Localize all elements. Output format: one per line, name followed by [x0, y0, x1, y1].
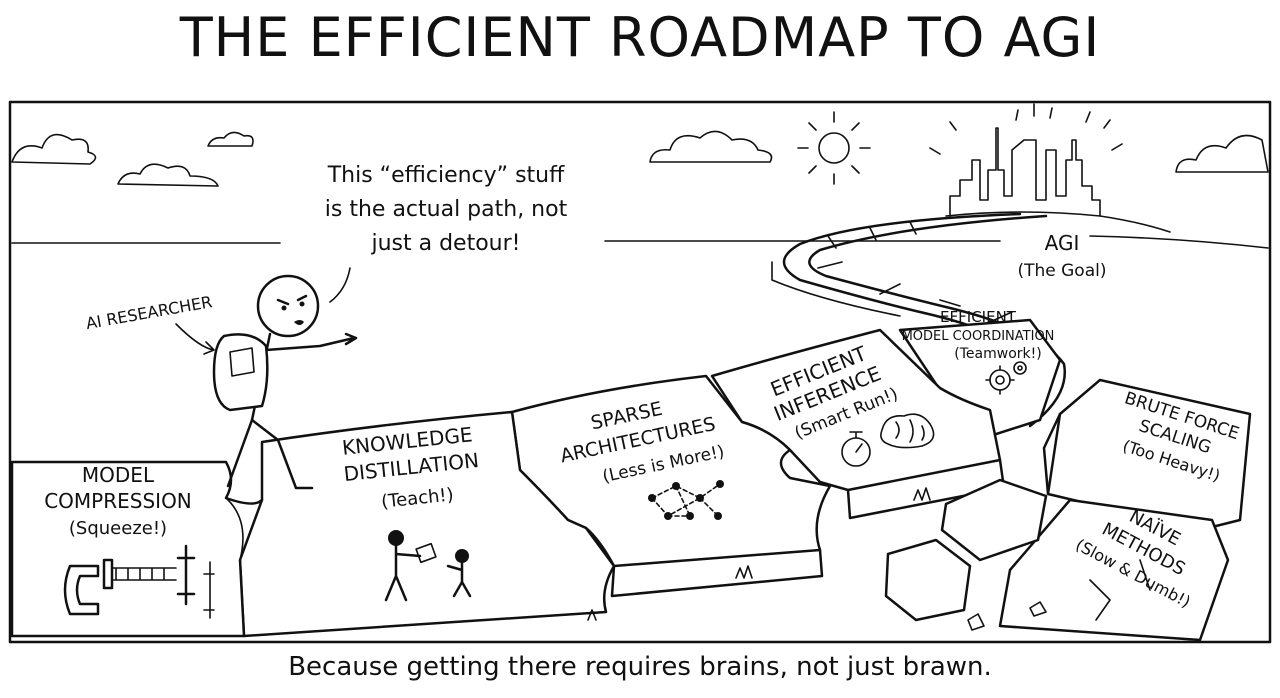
horizon-line [11, 235, 1269, 249]
researcher-arrow [175, 323, 215, 355]
page-title: THE EFFICIENT ROADMAP TO AGI [179, 6, 1101, 69]
block-naive-methods: NAÏVE METHODS (Slow & Dumb!) [998, 498, 1230, 642]
researcher-figure [212, 274, 358, 490]
sun-icon [797, 111, 871, 185]
gears-icon [985, 361, 1027, 395]
tile-model-compression: MODEL COMPRESSION (Squeeze!) [10, 460, 264, 638]
rubble-blocks [884, 478, 1048, 631]
block-brute-force-scaling: BRUTE FORCE SCALING (Too Heavy!) [1042, 378, 1252, 532]
caption: Because getting there requires brains, n… [288, 652, 992, 682]
tile-compression-note: (Squeeze!) [69, 518, 167, 539]
goal-title: AGI [1045, 231, 1080, 255]
speech-tail [329, 267, 351, 303]
speech-line-3: just a detour! [370, 231, 520, 256]
tile-coordination-title-2: MODEL COORDINATION [902, 329, 1055, 344]
brain-icon [880, 413, 935, 449]
teacher-student-icon [384, 530, 472, 602]
speech-line-2: is the actual path, not [325, 197, 568, 222]
tile-sparse-architectures: SPARSE ARCHITECTURES (Less is More!) [510, 374, 832, 598]
tile-compression-title-2: COMPRESSION [44, 489, 192, 513]
researcher-label: AI RESEARCHER [84, 292, 213, 333]
city-skyline-icon [929, 103, 1171, 233]
tile-model-coordination: EFFICIENT MODEL COORDINATION (Teamwork!) [898, 308, 1062, 438]
tile-coordination-title-1: EFFICIENT [940, 308, 1017, 326]
tile-efficient-inference: EFFICIENT INFERENCE (Smart Run!) [710, 328, 1006, 520]
sparse-network-icon [648, 480, 724, 520]
panel-frame [8, 100, 1272, 644]
tile-coordination-note: (Teamwork!) [954, 346, 1041, 362]
cloud-icon [11, 130, 1269, 187]
goal-note: (The Goal) [1017, 261, 1106, 281]
grass-tuft [587, 487, 931, 621]
backpack-icon [212, 333, 269, 412]
clamp-icon [63, 544, 215, 619]
tile-compression-title-1: MODEL [82, 463, 155, 487]
stopwatch-icon [841, 431, 871, 467]
speech-line-1: This “efficiency” stuff [327, 163, 565, 188]
